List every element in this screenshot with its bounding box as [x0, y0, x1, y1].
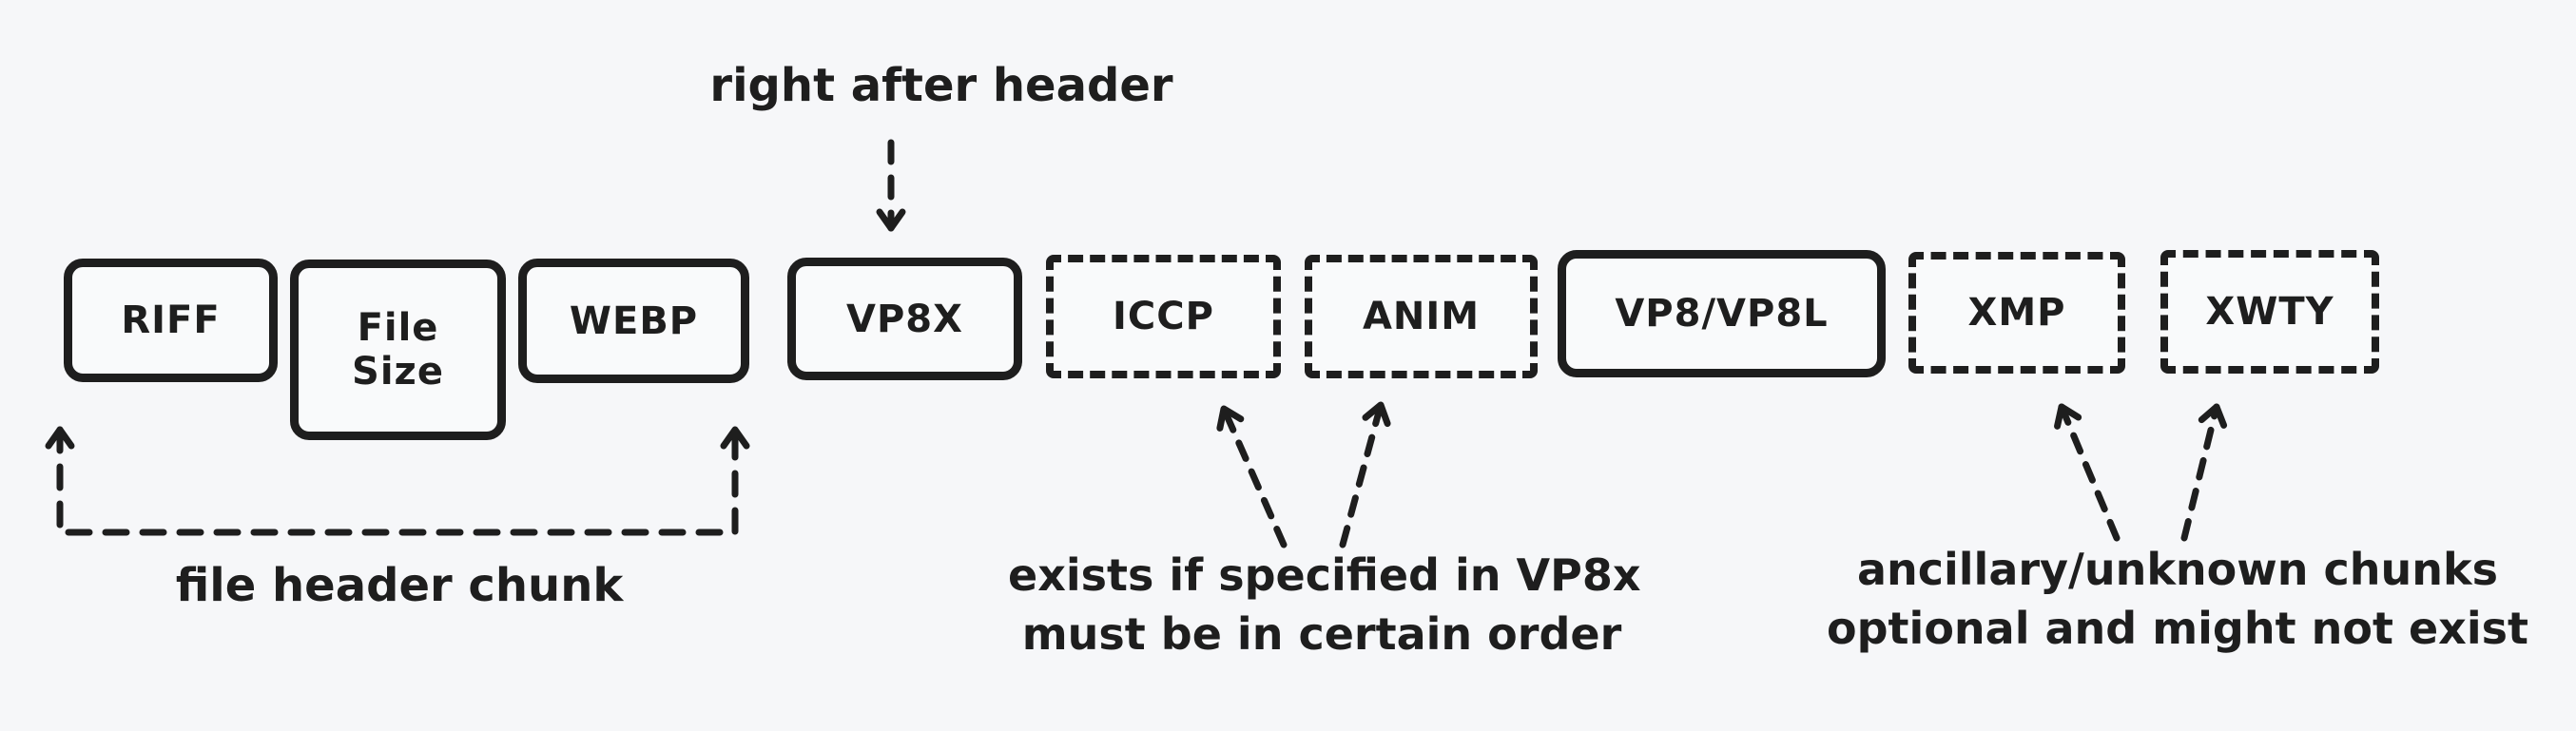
- note-right-after-header: right after header: [709, 59, 1173, 112]
- arrow-note-to-anim: [1339, 401, 1391, 548]
- chunk-box-xwty: XWTY: [2160, 250, 2379, 374]
- chunk-box-xmp: XMP: [1908, 252, 2125, 374]
- arrow-note-to-xwty: [2180, 403, 2228, 542]
- note-ancillary-chunks: ancillary/unknown chunks optional and mi…: [1826, 540, 2529, 658]
- chunk-box-iccp: ICCP: [1046, 255, 1281, 378]
- chunk-box-webp: WEBP: [518, 259, 749, 383]
- chunk-label-vp8x: VP8X: [846, 297, 963, 341]
- arrow-note-to-iccp: [1216, 405, 1288, 548]
- chunk-label-file-size: File Size: [352, 306, 444, 394]
- chunk-label-xwty: XWTY: [2205, 290, 2334, 334]
- chunk-box-anim: ANIM: [1305, 255, 1538, 378]
- chunk-label-xmp: XMP: [1967, 291, 2066, 335]
- chunk-box-riff: RIFF: [64, 259, 278, 382]
- note-vp8x-line2: must be in certain order: [1021, 608, 1622, 660]
- note-file-header-chunk: file header chunk: [175, 559, 624, 612]
- bracket-file-header-chunk: [45, 426, 750, 536]
- note-vp8x-conditional-chunks: exists if specified in VP8x must be in c…: [1008, 546, 1641, 664]
- chunk-label-riff: RIFF: [121, 298, 221, 342]
- chunk-label-iccp: ICCP: [1113, 295, 1214, 338]
- chunk-label-anim: ANIM: [1362, 295, 1481, 338]
- note-ancillary-line2: optional and might not exist: [1827, 603, 2528, 654]
- chunk-box-vp8-vp8l: VP8/VP8L: [1558, 250, 1886, 377]
- note-vp8x-line1: exists if specified in VP8x: [1008, 549, 1641, 601]
- chunk-box-vp8x: VP8X: [787, 258, 1022, 380]
- chunk-label-webp: WEBP: [569, 298, 699, 343]
- note-ancillary-line1: ancillary/unknown chunks: [1856, 544, 2499, 595]
- chunk-label-vp8-vp8l: VP8/VP8L: [1615, 292, 1829, 336]
- arrow-note-to-xmp: [2054, 403, 2121, 542]
- chunk-box-file-size: File Size: [290, 260, 506, 440]
